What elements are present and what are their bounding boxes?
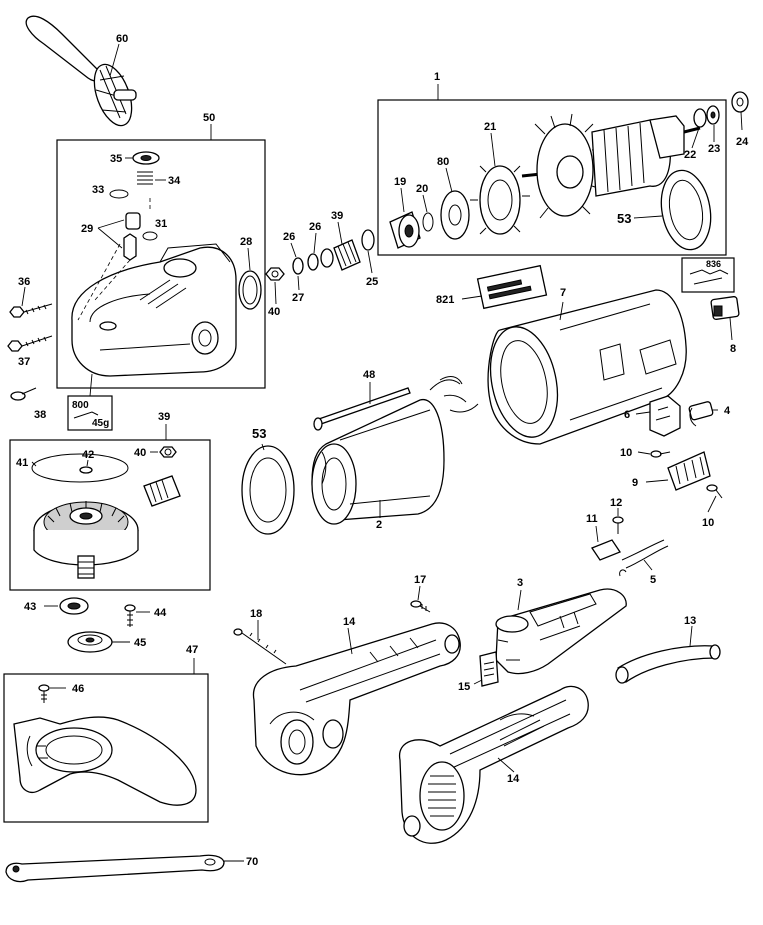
callout-23: 23 [708,143,720,155]
callout-37: 37 [18,356,30,368]
assembly-box-50 [56,139,266,389]
callout-25: 25 [366,276,378,288]
callout-17: 17 [414,574,426,586]
callout-35: 35 [110,153,122,165]
callout-70: 70 [246,856,258,868]
callout-40a: 40 [268,306,280,318]
callout-4: 4 [724,405,731,417]
side-handle-60 [25,15,137,127]
cord-clamp-parts [591,508,669,577]
callout-11: 11 [586,513,598,525]
callout-28: 28 [240,236,252,248]
callout-19: 19 [394,176,406,188]
flanges-43-44-45 [44,597,150,653]
callout-36: 36 [18,276,30,288]
callout-39b: 39 [158,411,170,423]
callout-26b: 26 [309,221,321,233]
handle-half-14b [399,685,589,844]
cord-guard-13 [615,625,721,684]
seal-ring-28 [238,247,262,310]
callout-18: 18 [250,608,262,620]
callout-38: 38 [34,409,46,421]
callout-12: 12 [610,497,622,509]
screws-17-18 [233,585,431,665]
callout-60: 60 [116,33,128,45]
callout-10a: 10 [620,447,632,459]
callout-45: 45 [134,637,146,649]
callout-800: 800 [72,400,89,411]
wheel-guard-parts [13,684,197,806]
gear-assembly-parts [31,446,181,579]
callout-8: 8 [730,343,736,355]
callout-13: 13 [684,615,696,627]
motor-housing-7 [487,289,687,445]
armature-parts [389,105,720,251]
callout-3: 3 [517,577,523,589]
callout-53a: 53 [617,211,631,226]
callout-47: 47 [186,644,198,656]
brush-holder-8 [681,257,740,341]
callout-48: 48 [363,369,375,381]
assembly-box-1 [377,99,727,256]
assembly-box-39 [9,439,211,591]
callout-2: 2 [376,519,382,531]
callout-31: 31 [155,218,167,230]
callout-27: 27 [292,292,304,304]
drive-small-parts [265,229,375,281]
callout-21: 21 [484,121,496,133]
callout-26a: 26 [283,231,295,243]
gear-housing-parts [67,151,237,431]
callout-50: 50 [203,112,215,124]
callout-24: 24 [736,136,749,148]
callout-821: 821 [436,294,454,306]
spanner-wrench-70 [5,854,244,883]
grease-amount: 45g [92,418,109,429]
callout-43: 43 [24,601,36,613]
callout-80: 80 [437,156,449,168]
callout-7: 7 [560,287,566,299]
bearing-24 [731,91,749,131]
callout-29: 29 [81,223,93,235]
switch-parts [635,395,723,513]
callout-14b: 14 [507,773,520,785]
callout-836: 836 [706,259,721,269]
callout-42: 42 [82,449,94,461]
callout-33: 33 [92,184,104,196]
field-assembly-2 [311,376,479,525]
callout-34: 34 [168,175,181,187]
screws-36-37-38 [7,303,53,401]
callout-1: 1 [434,71,440,83]
callout-41: 41 [16,457,28,469]
baffle-53 [241,443,295,535]
callout-39a: 39 [331,210,343,222]
callout-40b: 40 [134,447,146,459]
callout-10b: 10 [702,517,714,529]
callout-20: 20 [416,183,428,195]
callout-14a: 14 [343,616,356,628]
rating-label-821 [461,264,548,310]
callout-53b: 53 [252,426,266,441]
assembly-box-47 [3,673,209,823]
callout-15: 15 [458,681,470,693]
handle-half-14a [252,622,461,776]
callout-6: 6 [624,409,630,421]
callout-5: 5 [650,574,656,586]
switch-carrier-3 [473,588,627,687]
callout-22: 22 [684,149,696,161]
callout-46: 46 [72,683,84,695]
callout-44: 44 [154,607,167,619]
callout-9: 9 [632,477,638,489]
